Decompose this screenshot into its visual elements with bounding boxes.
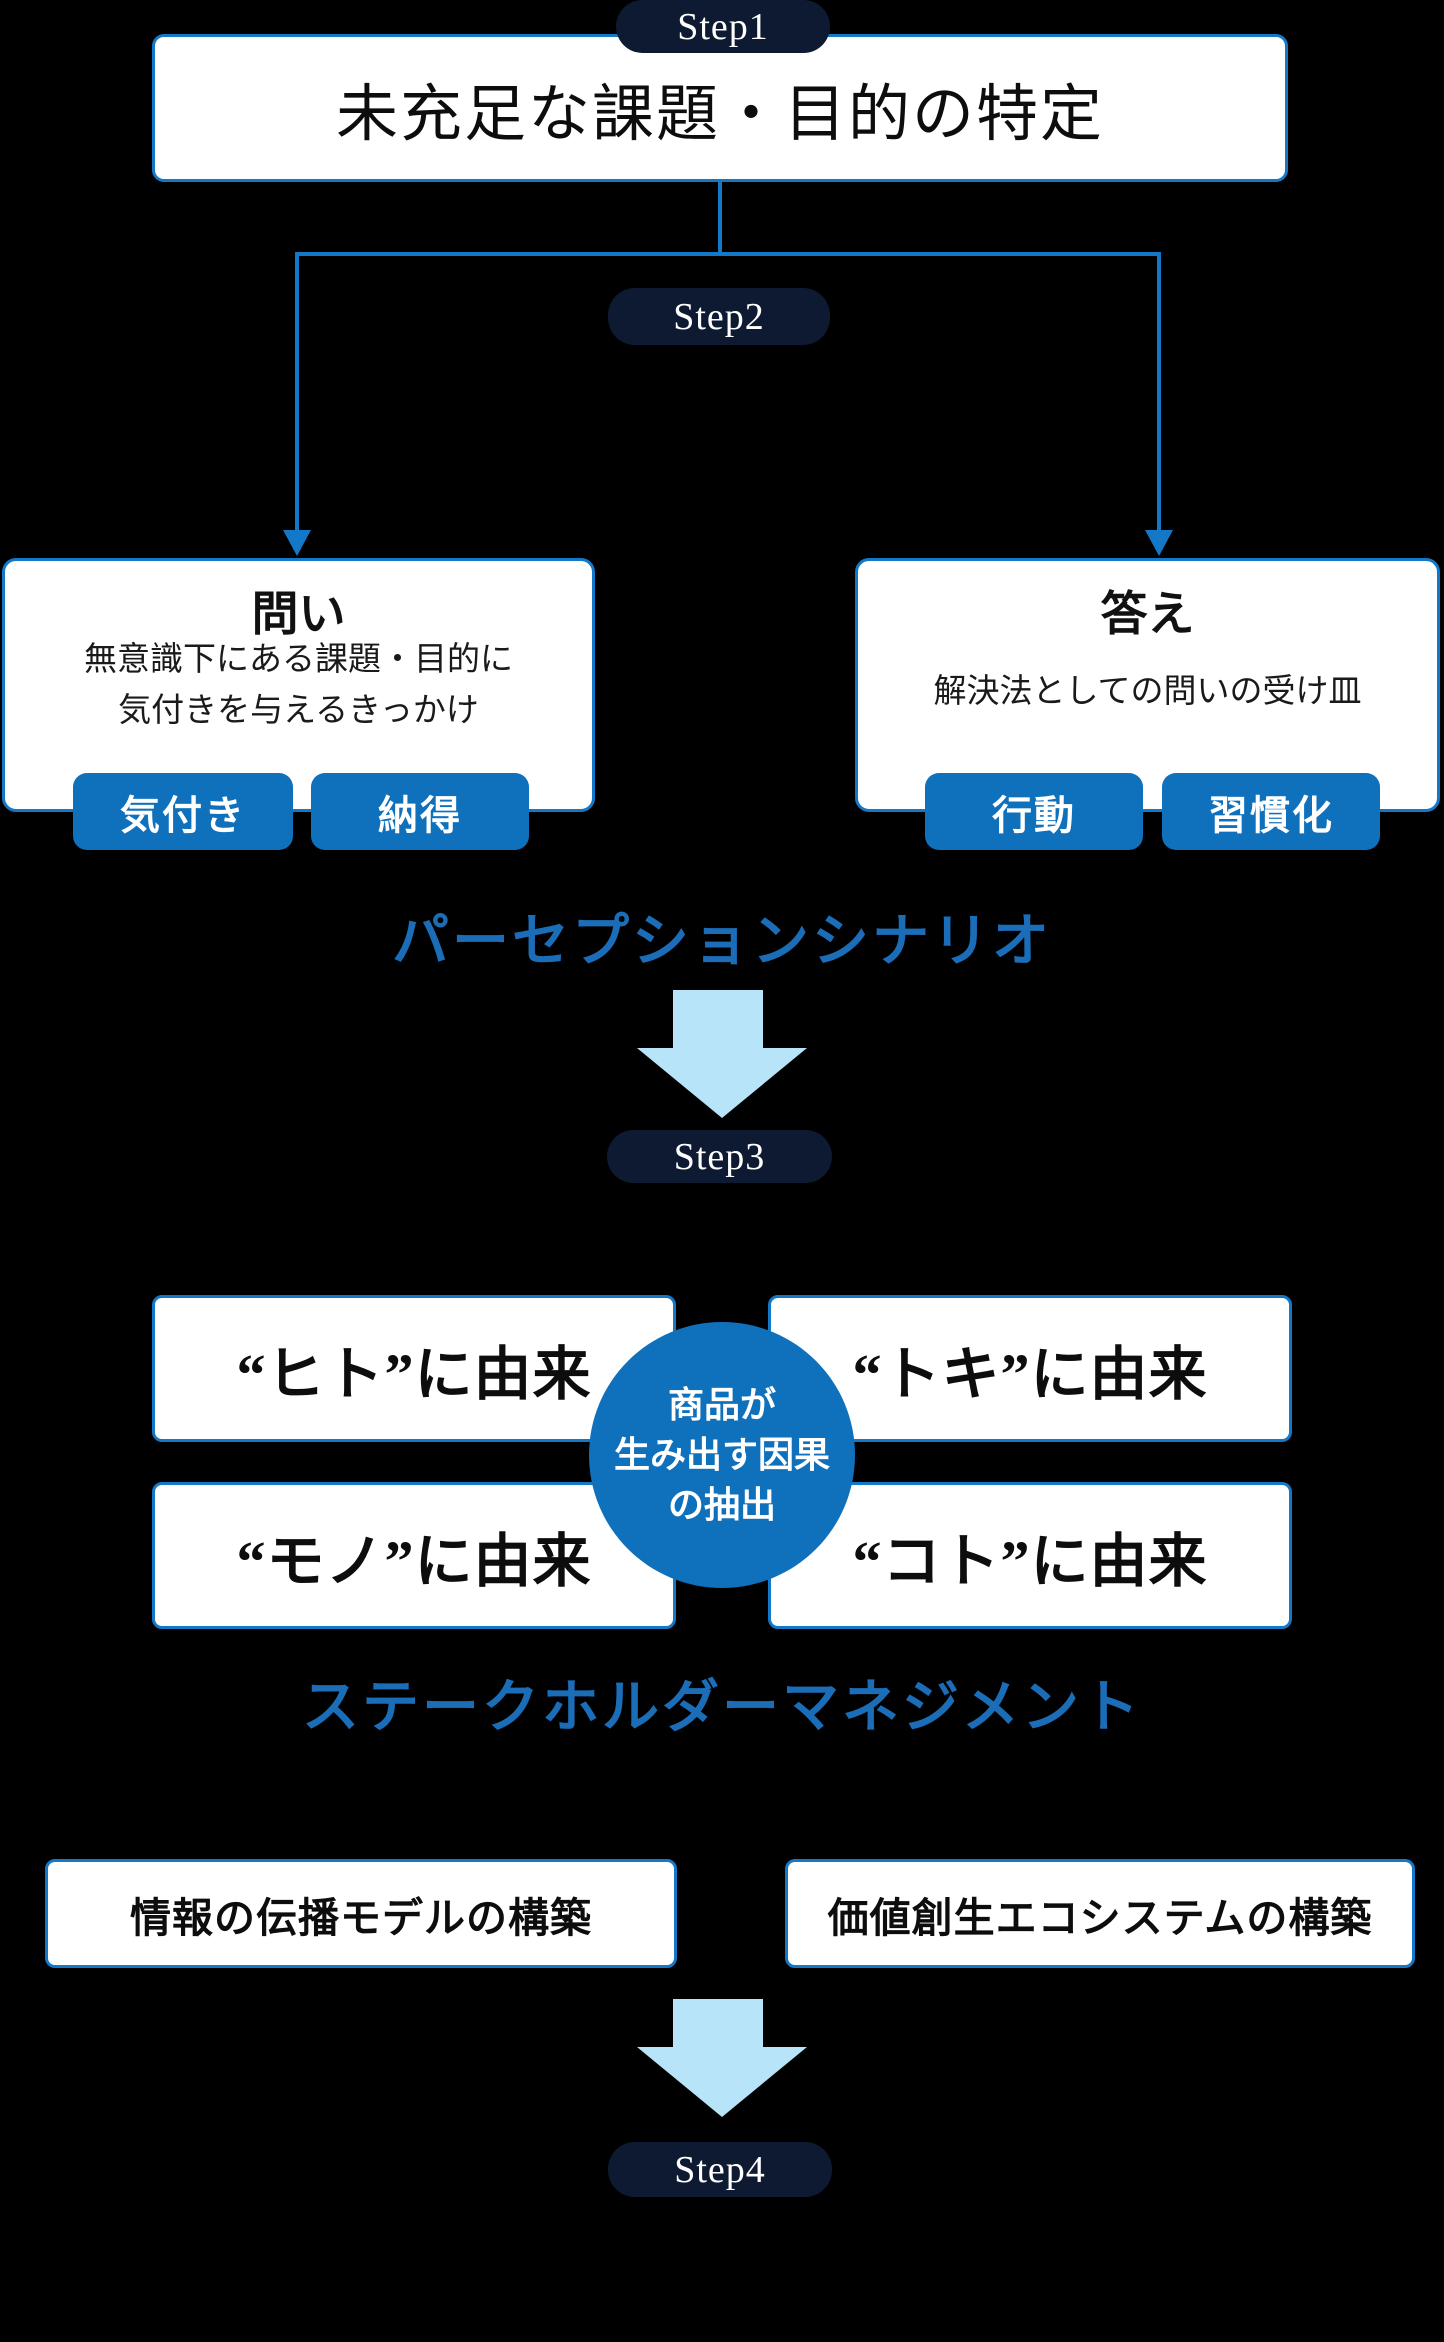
down-arrow-1-stem xyxy=(673,990,763,1050)
stakeholder-management-caption: ステークホルダーマネジメント xyxy=(302,1676,1142,1739)
connector-vertical-center xyxy=(718,182,722,254)
origin-koto-label: “コト”に由来 xyxy=(852,1528,1208,1594)
step3-badge: Step3 xyxy=(607,1130,832,1183)
connector-horizontal xyxy=(295,252,1161,256)
question-description-line1: 無意識下にある課題・目的に xyxy=(84,640,513,677)
tag-conviction-label: 納得 xyxy=(378,793,462,838)
step2-badge: Step2 xyxy=(608,288,830,345)
question-description: 無意識下にある課題・目的に 気付きを与えるきっかけ xyxy=(5,633,592,735)
down-arrow-2-icon xyxy=(637,2047,807,2117)
tag-awareness: 気付き xyxy=(73,773,293,850)
connector-vertical-right xyxy=(1157,252,1161,534)
step2-badge-label: Step2 xyxy=(673,295,765,338)
question-description-line2: 気付きを与えるきっかけ xyxy=(118,691,479,728)
tag-conviction: 納得 xyxy=(311,773,529,850)
origin-toki-label: “トキ”に由来 xyxy=(852,1341,1208,1407)
question-card: 問い 無意識下にある課題・目的に 気付きを与えるきっかけ xyxy=(2,558,595,812)
origin-koto-box: “コト”に由来 xyxy=(768,1482,1292,1629)
answer-card: 答え 解決法としての問いの受け皿 xyxy=(855,558,1440,812)
question-title: 問い xyxy=(251,587,346,640)
tag-habituation-label: 習慣化 xyxy=(1208,793,1334,838)
down-arrow-2-stem xyxy=(673,1999,763,2049)
circle-text-line3: の抽出 xyxy=(667,1484,776,1525)
output-value-ecosystem-box: 価値創生エコシステムの構築 xyxy=(785,1859,1415,1968)
step1-badge-label: Step1 xyxy=(677,5,769,48)
output-information-diffusion-label: 情報の伝播モデルの構築 xyxy=(130,1894,592,1941)
arrowhead-left-icon xyxy=(283,530,311,556)
tag-awareness-label: 気付き xyxy=(120,793,246,838)
answer-title: 答え xyxy=(1100,587,1195,640)
origin-toki-box: “トキ”に由来 xyxy=(768,1295,1292,1442)
output-information-diffusion-box: 情報の伝播モデルの構築 xyxy=(45,1859,677,1968)
origin-mono-box: “モノ”に由来 xyxy=(152,1482,676,1629)
perception-scenario-caption: パーセプションシナリオ xyxy=(392,910,1052,973)
output-value-ecosystem-label: 価値創生エコシステムの構築 xyxy=(827,1894,1373,1941)
origin-hito-box: “ヒト”に由来 xyxy=(152,1295,676,1442)
circle-text-line1: 商品が xyxy=(667,1384,776,1425)
step4-badge: Step4 xyxy=(608,2142,832,2197)
answer-description: 解決法としての問いの受け皿 xyxy=(933,672,1362,709)
step1-title-box: 未充足な課題・目的の特定 xyxy=(152,34,1288,182)
step1-badge: Step1 xyxy=(616,0,830,53)
circle-text-line2: 生み出す因果 xyxy=(613,1434,830,1475)
origin-mono-label: “モノ”に由来 xyxy=(236,1528,592,1594)
step4-badge-label: Step4 xyxy=(674,2148,766,2191)
causal-extraction-circle: 商品が 生み出す因果 の抽出 xyxy=(589,1322,855,1588)
tag-action-label: 行動 xyxy=(992,793,1076,838)
connector-vertical-left xyxy=(295,252,299,534)
down-arrow-1-icon xyxy=(637,1048,807,1118)
arrowhead-right-icon xyxy=(1145,530,1173,556)
origin-hito-label: “ヒト”に由来 xyxy=(236,1341,592,1407)
step3-badge-label: Step3 xyxy=(673,1135,766,1178)
tag-habituation: 習慣化 xyxy=(1162,773,1380,850)
step1-title: 未充足な課題・目的の特定 xyxy=(335,81,1104,149)
tag-action: 行動 xyxy=(925,773,1143,850)
